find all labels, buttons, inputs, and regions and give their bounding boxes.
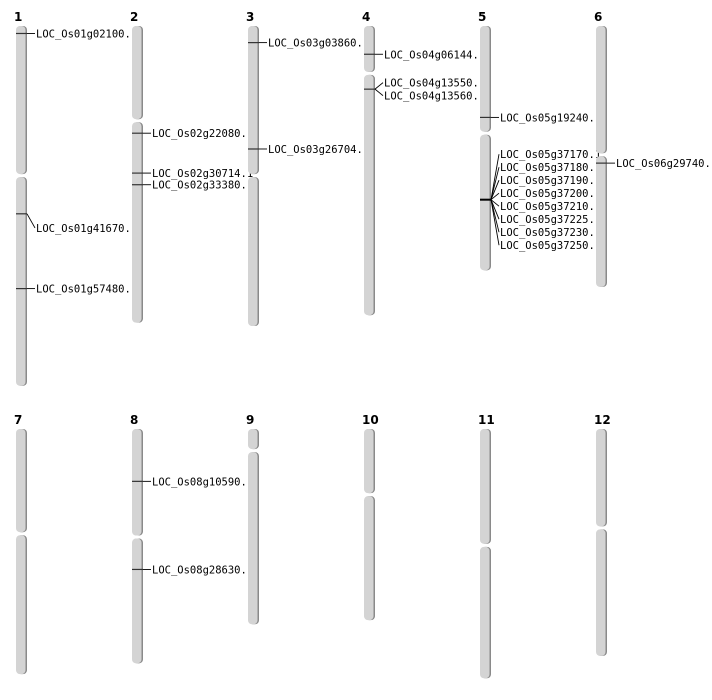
gene-label: LOC_Os03g26704.1 <box>268 144 369 156</box>
chromosome-long-arm <box>596 529 606 656</box>
gene-label: LOC_Os02g22080.1 <box>152 128 253 140</box>
chromosome-long-arm <box>248 452 258 625</box>
gene-label: LOC_Os04g06144.1 <box>384 49 485 61</box>
chromosome-number: 9 <box>246 413 254 427</box>
gene-label: LOC_Os05g37180.1 <box>500 162 601 174</box>
chromosome-4: 4LOC_Os04g06144.1LOC_Os04g13550.1LOC_Os0… <box>362 10 485 316</box>
gene-label: LOC_Os01g41670.1 <box>36 223 137 235</box>
gene-label: LOC_Os01g02100.1 <box>36 28 137 40</box>
chromosome-long-arm <box>480 546 490 679</box>
chromosome-long-arm <box>132 538 142 664</box>
chromosome-short-arm <box>132 429 142 536</box>
chromosome-short-arm <box>480 26 490 132</box>
gene-connector <box>490 199 500 246</box>
chromosome-short-arm <box>364 429 374 494</box>
gene-label: LOC_Os03g03860.1 <box>268 38 369 50</box>
chromosome-2: 2LOC_Os02g22080.1LOC_Os02g30714.1LOC_Os0… <box>130 10 253 323</box>
gene-label: LOC_Os04g13560.1 <box>384 91 485 103</box>
chromosome-number: 1 <box>14 10 22 24</box>
gene-label: LOC_Os05g37225.1 <box>500 214 601 226</box>
chromosome-number: 5 <box>478 10 486 24</box>
chromosome-number: 4 <box>362 10 370 24</box>
chromosome-number: 12 <box>594 413 611 427</box>
gene-connector <box>490 167 500 200</box>
chromosome-number: 8 <box>130 413 138 427</box>
chromosome-long-arm <box>364 74 374 316</box>
gene-label: LOC_Os05g37210.1 <box>500 201 601 213</box>
gene-connector <box>374 88 384 97</box>
chromosome-7: 7 <box>14 413 27 675</box>
chromosome-long-arm <box>596 156 606 287</box>
chromosome-number: 6 <box>594 10 602 24</box>
chromosome-long-arm <box>16 535 26 675</box>
chromosome-short-arm <box>596 26 606 154</box>
chromosome-short-arm <box>248 26 258 175</box>
chromosome-11: 11 <box>478 413 495 679</box>
gene-label: LOC_Os08g28630.1 <box>152 564 253 576</box>
gene-label: LOC_Os01g57480.1 <box>36 284 137 296</box>
chromosome-number: 3 <box>246 10 254 24</box>
gene-label: LOC_Os05g37200.1 <box>500 188 601 200</box>
gene-label: LOC_Os05g37190.1 <box>500 175 601 187</box>
chromosome-number: 2 <box>130 10 138 24</box>
gene-label: LOC_Os05g19240.1 <box>500 112 601 124</box>
chromosome-short-arm <box>16 26 26 175</box>
gene-label: LOC_Os08g10590.1 <box>152 476 253 488</box>
chromosome-short-arm <box>480 429 490 544</box>
chromosome-10: 10 <box>362 413 379 621</box>
chromosome-5: 5LOC_Os05g19240.1LOC_Os05g37170.1LOC_Os0… <box>478 10 601 271</box>
chromosome-short-arm <box>596 429 606 527</box>
chromosome-number: 11 <box>478 413 495 427</box>
chromosome-short-arm <box>132 26 142 120</box>
gene-connector <box>490 199 500 207</box>
chromosome-short-arm <box>248 429 258 450</box>
gene-connector <box>490 180 500 200</box>
gene-connector <box>490 192 500 201</box>
gene-connector <box>374 82 384 90</box>
chromosome-short-arm <box>16 429 26 533</box>
gene-label: LOC_Os06g29740.1 <box>616 158 712 170</box>
gene-label: LOC_Os05g37250.1 <box>500 240 601 252</box>
gene-label: LOC_Os05g37230.1 <box>500 227 601 239</box>
chromosome-1: 1LOC_Os01g02100.1LOC_Os01g41670.1LOC_Os0… <box>14 10 137 386</box>
chromosome-long-arm <box>132 122 142 323</box>
chromosome-12: 12 <box>594 413 611 656</box>
gene-label: LOC_Os05g37170.1 <box>500 149 601 161</box>
gene-label: LOC_Os04g13550.1 <box>384 78 485 90</box>
chromosome-long-arm <box>248 177 258 326</box>
chromosome-long-arm <box>480 134 490 271</box>
chromosome-9: 9 <box>246 413 259 625</box>
gene-connector <box>490 154 500 200</box>
gene-connector <box>490 199 500 220</box>
chromosome-long-arm <box>16 177 26 386</box>
chromosome-number: 7 <box>14 413 22 427</box>
gene-connector <box>26 213 36 229</box>
gene-label: LOC_Os02g30714.1 <box>152 168 253 180</box>
chromosome-long-arm <box>364 496 374 621</box>
chromosome-short-arm <box>364 26 374 72</box>
gene-label: LOC_Os02g33380.1 <box>152 180 253 192</box>
chromosome-number: 10 <box>362 413 379 427</box>
